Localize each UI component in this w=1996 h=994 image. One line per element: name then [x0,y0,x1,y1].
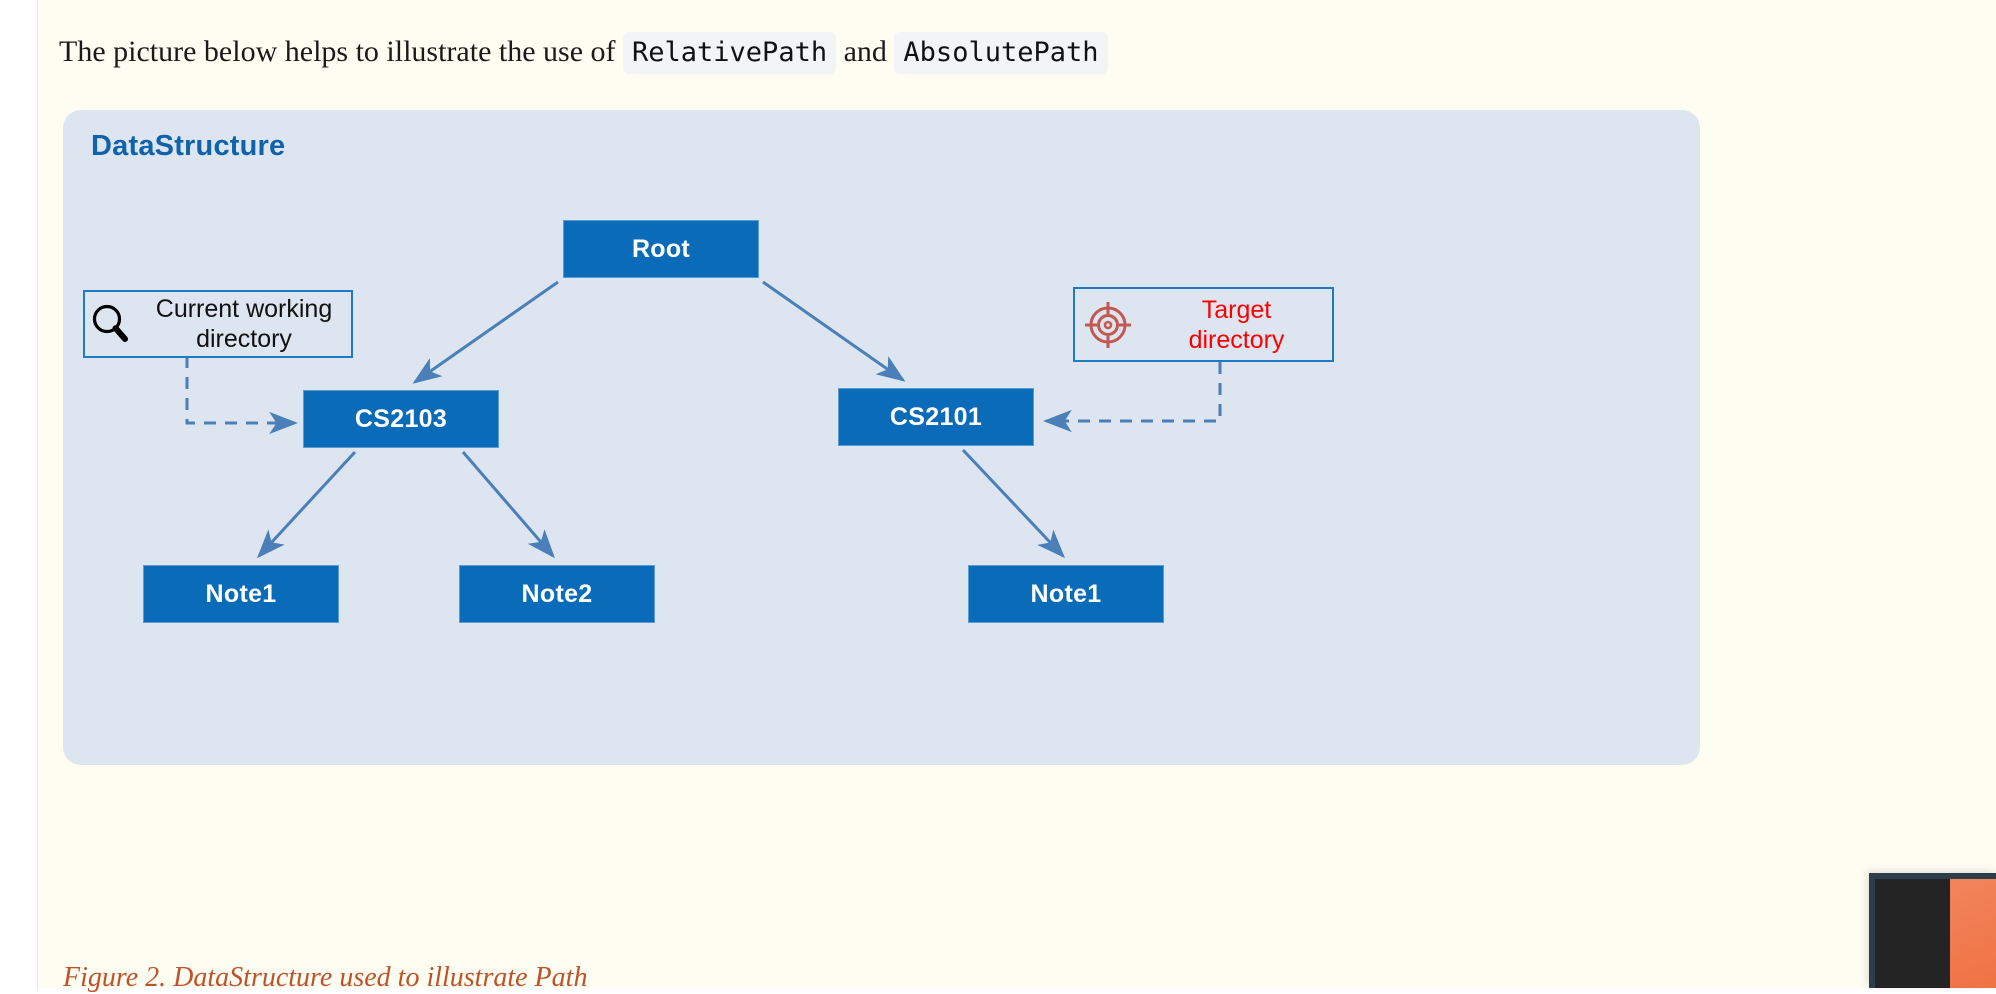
node-root[interactable]: Root [563,220,759,278]
diagram-connectors [185,280,1222,559]
datastructure-diagram-panel: DataStructure [63,110,1700,765]
corner-widget[interactable] [1869,873,1996,988]
edge-cs2101-note1 [961,448,1066,559]
node-note2[interactable]: Note2 [459,565,655,623]
node-cs2101[interactable]: CS2101 [838,388,1034,446]
edge-cs2103-note2 [461,451,555,559]
node-note1-right[interactable]: Note1 [968,565,1164,623]
edge-cwd-cs2103 [185,356,298,435]
node-cs2103[interactable]: CS2103 [303,390,499,448]
code-absolutepath: AbsolutePath [894,32,1108,74]
diagram-title: DataStructure [91,130,286,162]
corner-widget-accent-panel [1950,879,1996,988]
callout-target-line2: directory [1188,325,1285,354]
content-area: The picture below helps to illustrate th… [39,0,1996,993]
intro-text-between: and [843,35,887,68]
intro-text-before: The picture below helps to illustrate th… [59,35,616,68]
edge-root-cs2101 [762,280,906,382]
edge-target-cs2101 [1043,362,1222,433]
intro-paragraph: The picture below helps to illustrate th… [59,30,1108,75]
figure-caption: Figure 2. DataStructure used to illustra… [63,962,588,993]
crosshair-target-icon [1075,300,1141,350]
left-gutter [0,0,38,988]
corner-widget-dark-panel [1875,879,1950,988]
callout-target-line1: Target [1201,295,1272,324]
node-note1-left[interactable]: Note1 [143,565,339,623]
magnifier-icon [85,303,137,345]
edge-root-cs2103 [412,280,559,384]
edge-cs2103-note1 [256,450,357,559]
callout-cwd-line1: Current working [155,295,333,323]
callout-cwd-line2: directory [196,325,292,353]
code-relativepath: RelativePath [623,32,837,74]
